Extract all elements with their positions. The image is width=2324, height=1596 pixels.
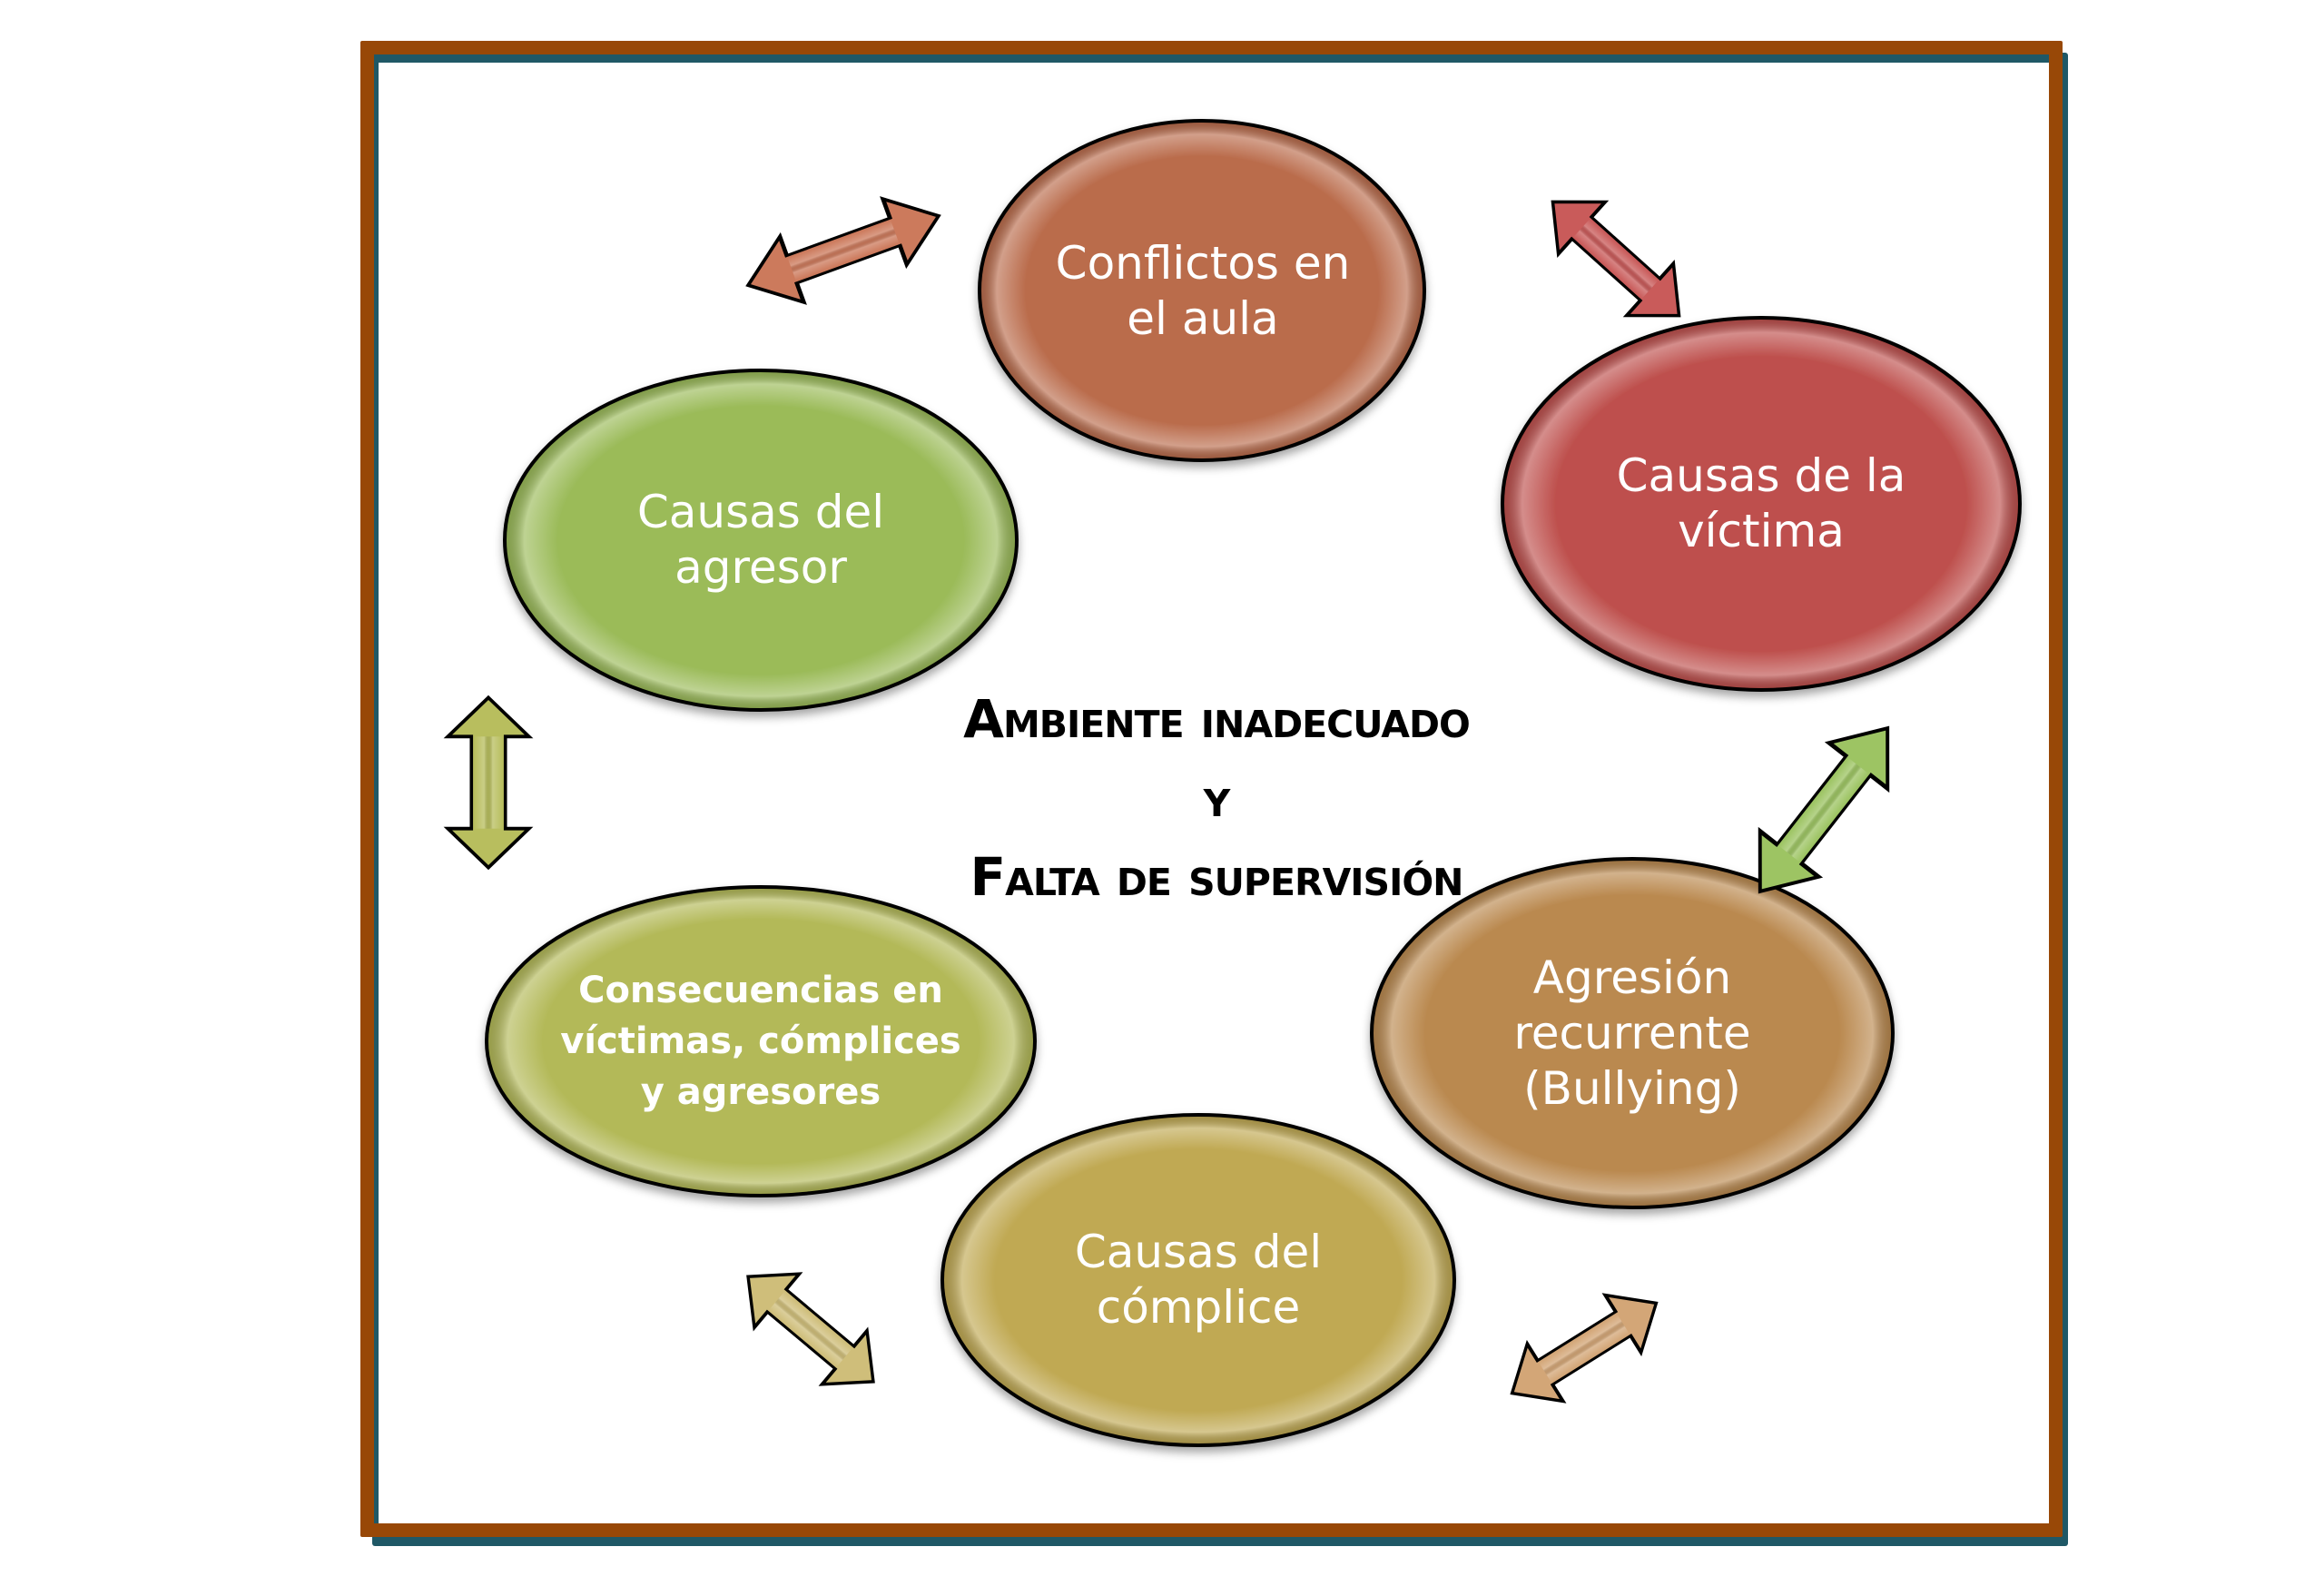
node-label-line: agresor [675, 541, 847, 594]
frame-inner-line [374, 54, 2049, 1523]
double-arrow-icon [1527, 174, 1705, 343]
double-arrow-icon [446, 695, 531, 870]
node-label-line: el aula [1127, 291, 1279, 345]
center-title-line1: Ambiente inadecuado [963, 688, 1471, 750]
node-label-line: recurrente [1513, 1006, 1751, 1059]
node-label-line: víctimas, cómplices [560, 1020, 961, 1062]
node-causas-victima: Causas de la víctima [1502, 318, 2020, 690]
node-consecuencias: Consecuencias en víctimas, cómplices y a… [487, 887, 1035, 1196]
center-title-line2: Falta de supervisión [970, 846, 1463, 908]
double-arrow-icon [724, 1247, 898, 1411]
node-label-line: Causas del [1074, 1226, 1323, 1278]
node-label-line: Causas de la [1616, 449, 1906, 502]
double-arrow-icon [1492, 1273, 1676, 1424]
node-label-line: (Bullying) [1523, 1061, 1741, 1115]
node-causas-victima-shape [1501, 316, 2022, 692]
node-consecuencias-shape [485, 885, 1037, 1197]
node-causas-complice-shape [940, 1113, 1456, 1447]
node-label-line: Causas del [636, 486, 885, 538]
center-title-conjunction: y [1203, 767, 1231, 829]
node-agresion-shape [1370, 857, 1895, 1209]
double-arrow-icon [736, 183, 950, 319]
node-causas-agresor: Causas del agresor [505, 370, 1017, 710]
node-causas-complice: Causas del cómplice [942, 1115, 1454, 1445]
node-label-line: Consecuencias en [578, 970, 943, 1011]
double-arrow-icon [1731, 705, 1917, 914]
node-conflictos: Conflictos en el aula [980, 121, 1425, 461]
node-causas-agresor-shape [503, 369, 1019, 712]
node-agresion: Agresión recurrente (Bullying) [1372, 859, 1893, 1207]
node-label-line: Conflictos en [1055, 236, 1351, 290]
node-conflictos-shape [978, 119, 1426, 462]
node-label-line: y agresores [640, 1071, 881, 1113]
node-label-line: Agresión [1532, 951, 1732, 1004]
node-label-line: víctima [1678, 505, 1845, 557]
node-label-line: cómplice [1096, 1281, 1301, 1334]
